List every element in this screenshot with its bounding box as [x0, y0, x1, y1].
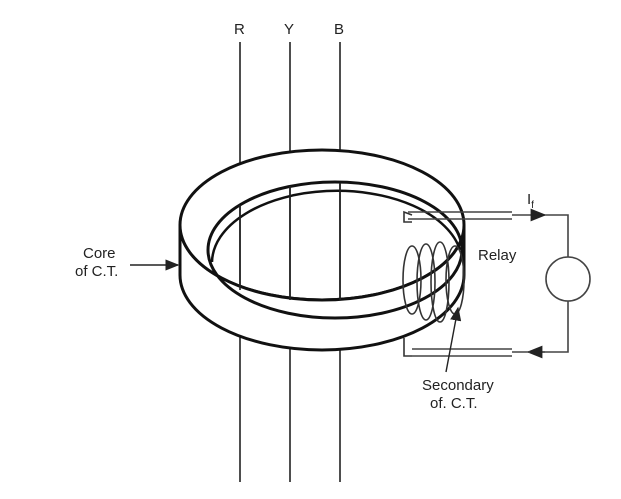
phase-label-b: B [334, 21, 344, 38]
core-label-line2: of C.T. [75, 263, 118, 280]
phase-label-r: R [234, 21, 245, 38]
secondary-winding [402, 210, 465, 357]
secondary-arrow [445, 306, 462, 373]
current-label: If [527, 191, 534, 211]
secondary-label-line2: of. C.T. [430, 395, 478, 412]
relay-circuit [408, 208, 591, 359]
secondary-label-line1: Secondary [422, 377, 494, 394]
core-label-line1: Core [83, 245, 116, 262]
relay-label: Relay [478, 247, 517, 264]
relay-coil [545, 256, 591, 302]
phase-label-y: Y [284, 21, 294, 38]
